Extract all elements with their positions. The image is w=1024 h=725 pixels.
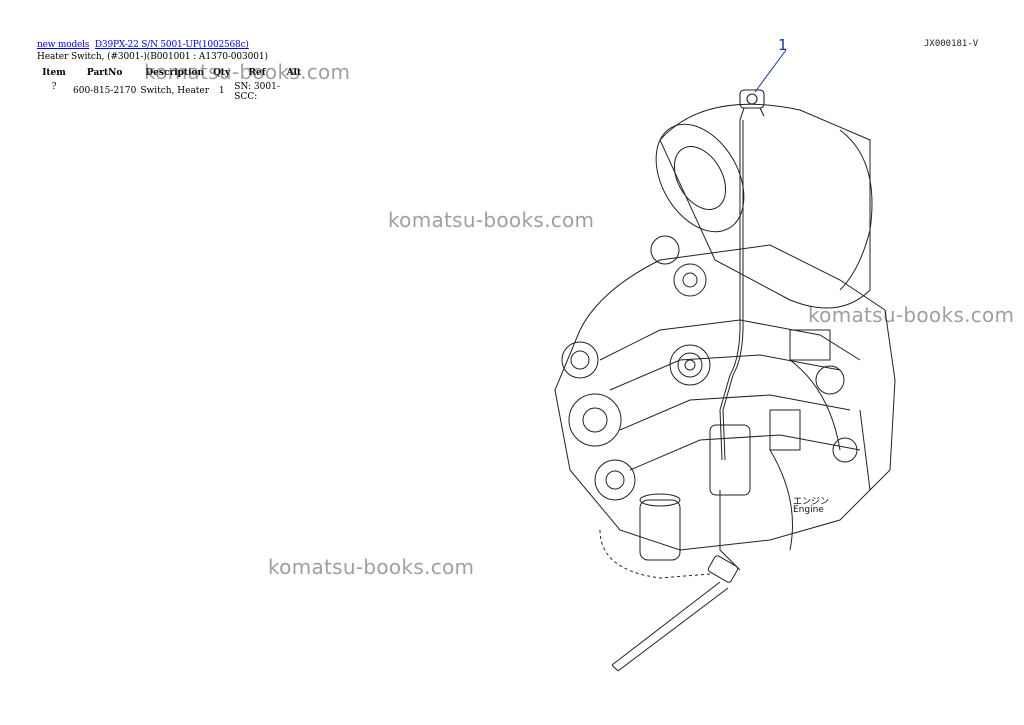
column-header-description: Description [145,68,205,78]
breadcrumb-link-model[interactable]: D39PX-22 S/N 5001-UP(1002568c) [94,40,249,50]
cell-partno: 600-815-2170 [73,86,137,96]
column-header-ref: Ref [248,68,266,78]
cell-ref: SN: 3001- SCC: [232,80,282,104]
column-header-item: Item [42,68,66,78]
table-row: ? 600-815-2170 Switch, Heater 1 SN: 3001… [37,80,306,104]
cell-ref-line1: SN: 3001- [234,82,280,92]
engine-block [554,235,896,571]
engine-label-english: Engine [793,505,824,515]
table-header-row: Item PartNo Description Qty Ref Alt [37,66,306,80]
watermark: komatsu-books.com [268,555,475,579]
watermark: komatsu-books.com [388,208,595,232]
drawing-id: JX000181-V [924,39,979,49]
switch-wire [719,120,741,461]
engine-label-japanese: エンジン [793,497,830,507]
page-subtitle: Heater Switch, (#3001-)(B001001 : A1370-… [37,52,268,62]
watermark: komatsu-books.com [144,60,351,84]
callout-number: 1 [778,36,788,54]
muffler [655,103,873,309]
cell-qty: 1 [218,86,225,96]
watermark: komatsu-books.com [808,303,1015,327]
cell-ref-line2: SCC: [234,92,258,102]
callout-leader [754,49,787,93]
parts-table: Item PartNo Description Qty Ref Alt ? 60… [37,66,306,104]
engine-diagram [554,49,896,672]
lower-sensor [611,555,739,672]
lower-hose [599,529,711,579]
column-header-qty: Qty [213,68,231,78]
cell-description: Switch, Heater [140,86,210,96]
column-header-alt: Alt [286,68,302,78]
breadcrumb: new models D39PX-22 S/N 5001-UP(1002568c… [37,40,252,50]
cell-item: ? [51,82,57,92]
breadcrumb-link-new-models[interactable]: new models [37,40,90,50]
column-header-partno: PartNo [86,68,123,78]
